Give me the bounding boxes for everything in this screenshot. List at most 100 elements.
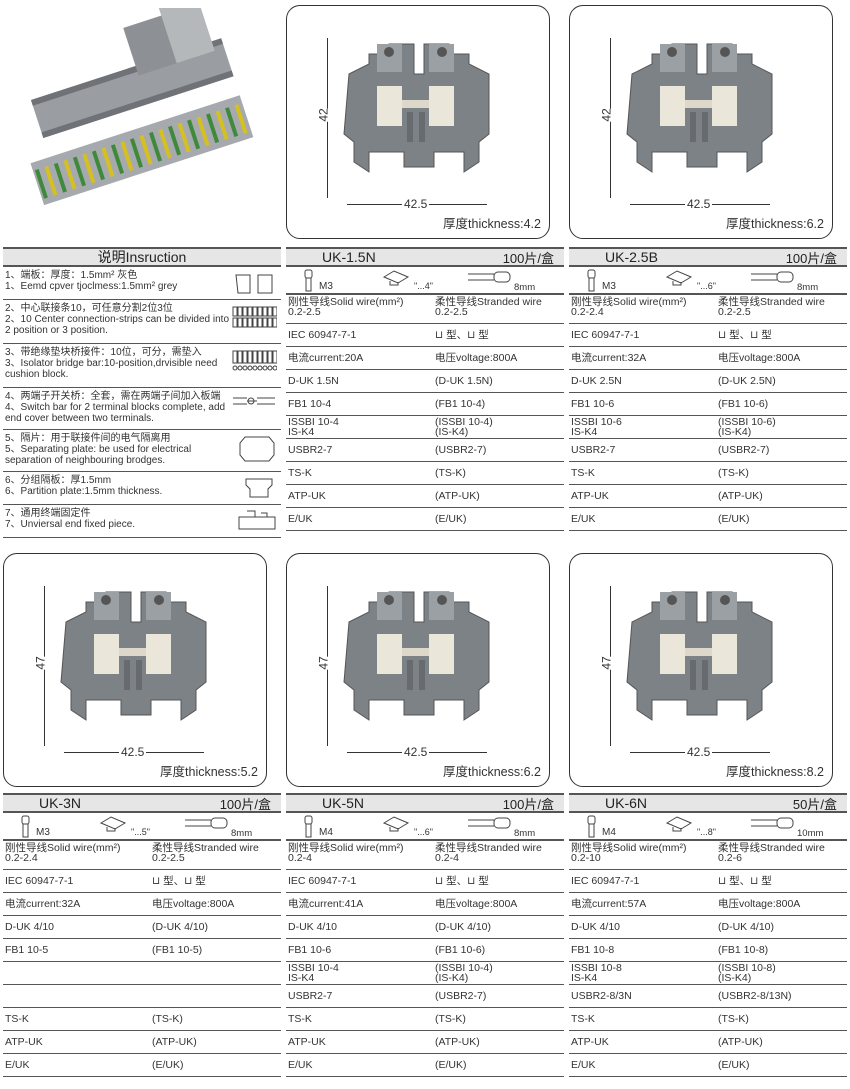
strip-length: 8mm bbox=[797, 282, 819, 293]
accessory-alt-part: (FB1 10-6) bbox=[718, 398, 769, 410]
accessory-row: USBR2-7 (USBR2-7) bbox=[286, 439, 564, 462]
wire-strip-icon bbox=[749, 816, 795, 833]
accessory-part: USBR2-7 bbox=[288, 990, 333, 1002]
instructions-panel: 说明Insruction 1、端板：厚度：1.5mm² 灰色 1、Eemd cp… bbox=[3, 247, 281, 538]
accessory-part: TS-K bbox=[571, 467, 595, 479]
rated-voltage: 电压voltage:800A bbox=[435, 898, 518, 910]
accessory-row: E/UK (E/UK) bbox=[569, 1054, 847, 1077]
strip-length: 8mm bbox=[514, 828, 536, 839]
accessory-row: USBR2-7 (USBR2-7) bbox=[286, 985, 564, 1008]
accessory-row: TS-K (TS-K) bbox=[286, 462, 564, 485]
instruction-zh: 4、两端子开关桥：全套，需在两端子间加入板端 bbox=[5, 391, 221, 402]
gauge-icon bbox=[382, 815, 410, 836]
standard: IEC 60947-7-1 bbox=[571, 329, 640, 341]
terminal-block-image bbox=[343, 591, 490, 721]
screw-size: M4 bbox=[319, 827, 333, 838]
screw-icon bbox=[302, 269, 314, 296]
screw-size: M3 bbox=[319, 281, 333, 292]
product-image-panel: 47 42.5 厚度thickness:6.2 bbox=[286, 553, 550, 787]
width-dimension: 42.5 bbox=[119, 745, 147, 759]
accessory-alt-part: (E/UK) bbox=[718, 513, 750, 525]
stranded-wire-range: 0.2-2.5 bbox=[718, 306, 751, 318]
accessory-part: ATP-UK bbox=[5, 1036, 43, 1048]
accessory-alt-part: (FB1 10-8) bbox=[718, 944, 769, 956]
strip-length: 10mm bbox=[797, 828, 824, 839]
accessory-row: ISSBI 10-4 IS-K4 (ISSBI 10-4) (IS-K4) bbox=[286, 962, 564, 985]
wire-strip-icon bbox=[466, 816, 512, 833]
rated-voltage: 电压voltage:800A bbox=[435, 352, 518, 364]
instruction-item: 5、隔片：用于联接件间的电气隔离用 5、Separating plate: be… bbox=[3, 430, 281, 472]
instruction-item: 4、两端子开关桥：全套，需在两端子间加入板端 4、Switch bar for … bbox=[3, 388, 281, 430]
accessory-alt-part: (ISSBI 10-4) (IS-K4) bbox=[435, 962, 493, 984]
accessory-part: ATP-UK bbox=[571, 490, 609, 502]
accessory-part: E/UK bbox=[288, 513, 313, 525]
product-model: UK-6N bbox=[605, 795, 648, 811]
accessory-part: D-UK 4/10 bbox=[288, 921, 338, 933]
accessory-alt-part: (ATP-UK) bbox=[152, 1036, 197, 1048]
standard: IEC 60947-7-1 bbox=[571, 875, 640, 887]
stranded-wire-label: 柔性导线Stranded wire bbox=[435, 842, 542, 854]
accessory-part: D-UK 2.5N bbox=[571, 375, 622, 387]
rated-current: 电流current:57A bbox=[571, 898, 647, 910]
accessory-row: E/UK (E/UK) bbox=[286, 508, 564, 531]
rated-voltage: 电压voltage:800A bbox=[152, 898, 235, 910]
accessory-alt-part: (USBR2-7) bbox=[718, 444, 770, 456]
accessory-part: E/UK bbox=[571, 513, 596, 525]
terminal-block-image bbox=[343, 43, 490, 173]
accessory-row: D-UK 4/10 (D-UK 4/10) bbox=[286, 916, 564, 939]
accessory-row: FB1 10-6 (FB1 10-6) bbox=[286, 939, 564, 962]
rated-current: 电流current:41A bbox=[288, 898, 364, 910]
accessory-alt-part: (USBR2-7) bbox=[435, 444, 487, 456]
accessory-alt-part: (D-UK 4/10) bbox=[152, 921, 209, 933]
accessory-part: USBR2-7 bbox=[571, 444, 616, 456]
accessory-alt-part: (TS-K) bbox=[718, 1013, 749, 1025]
gauge-size: "...5" bbox=[131, 827, 150, 837]
accessory-part: ISSBI 10-4 IS-K4 bbox=[288, 962, 339, 984]
solid-wire-range: 0.2-4 bbox=[288, 852, 312, 864]
stranded-wire-range: 0.2-6 bbox=[718, 852, 742, 864]
pack-quantity: 100片/盒 bbox=[219, 796, 271, 812]
accessory-part: ATP-UK bbox=[288, 1036, 326, 1048]
accessory-row: ATP-UK (ATP-UK) bbox=[286, 1031, 564, 1054]
wire-strip-icon bbox=[466, 270, 512, 287]
screw-size: M3 bbox=[602, 281, 616, 292]
gauge-icon bbox=[99, 815, 127, 836]
rated-current: 电流current:32A bbox=[5, 898, 81, 910]
accessory-part: TS-K bbox=[288, 1013, 312, 1025]
accessory-part: E/UK bbox=[571, 1059, 596, 1071]
solid-wire-range: 0.2-2.5 bbox=[288, 306, 321, 318]
stranded-wire-label: 柔性导线Stranded wire bbox=[718, 842, 825, 854]
accessory-row: E/UK (E/UK) bbox=[286, 1054, 564, 1077]
accessory-part: TS-K bbox=[5, 1013, 29, 1025]
accessory-row: ATP-UK (ATP-UK) bbox=[569, 1031, 847, 1054]
accessory-row: FB1 10-6 (FB1 10-6) bbox=[569, 393, 847, 416]
screw-size: M3 bbox=[36, 827, 50, 838]
instruction-en: 3、Isolator bridge bar:10-position,drvisi… bbox=[5, 358, 218, 380]
screw-size: M4 bbox=[602, 827, 616, 838]
accessory-part: ISSBI 10-8 IS-K4 bbox=[571, 962, 622, 984]
accessory-row: D-UK 2.5N (D-UK 2.5N) bbox=[569, 370, 847, 393]
accessory-alt-part: (TS-K) bbox=[435, 467, 466, 479]
height-dimension: 47 bbox=[597, 656, 616, 670]
product-model: UK-2.5B bbox=[605, 249, 658, 265]
width-dimension: 42.5 bbox=[685, 197, 713, 211]
product-model: UK-3N bbox=[39, 795, 82, 811]
accessory-alt-part: (ATP-UK) bbox=[718, 1036, 763, 1048]
screw-icon bbox=[19, 815, 31, 842]
product-image-panel: 47 42.5 厚度thickness:5.2 bbox=[3, 553, 267, 787]
accessory-row: D-UK 4/10 (D-UK 4/10) bbox=[569, 916, 847, 939]
accessory-alt-part: (ATP-UK) bbox=[435, 1036, 480, 1048]
instruction-zh: 2、中心联接条10，可任意分割2位3位 bbox=[5, 303, 173, 314]
height-dimension: 42 bbox=[597, 108, 616, 122]
standard: IEC 60947-7-1 bbox=[288, 875, 357, 887]
rated-current: 电流current:20A bbox=[288, 352, 364, 364]
accessory-row: ATP-UK (ATP-UK) bbox=[3, 1031, 281, 1054]
accessory-alt-part: (D-UK 1.5N) bbox=[435, 375, 493, 387]
accessory-alt-part: (ISSBI 10-6) (IS-K4) bbox=[718, 416, 776, 438]
solid-wire-range: 0.2-10 bbox=[571, 852, 601, 864]
accessory-alt-part: (ATP-UK) bbox=[435, 490, 480, 502]
